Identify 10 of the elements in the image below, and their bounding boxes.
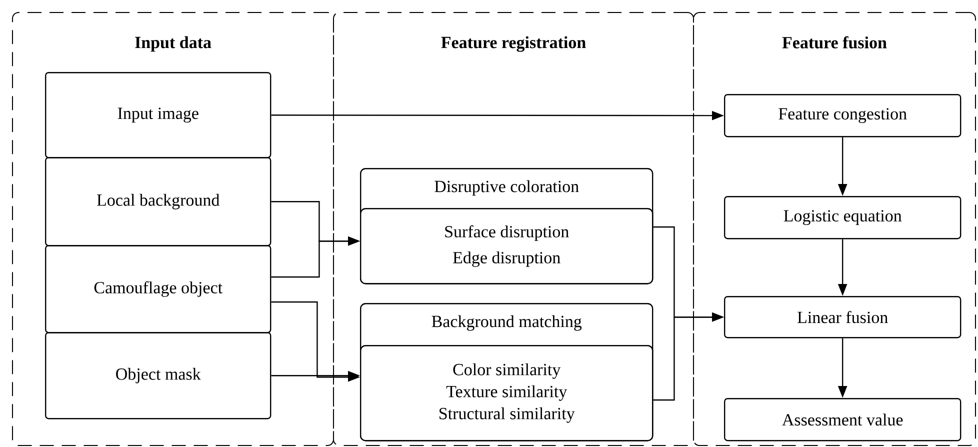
- process-box: Camouflage object: [45, 245, 272, 334]
- process-box: Linear fusion: [724, 296, 962, 338]
- process-box: Object mask: [45, 332, 272, 420]
- process-box: Logistic equation: [724, 196, 962, 240]
- process-box: Input image: [45, 72, 272, 158]
- list-box: Surface disruption Edge disruption: [360, 208, 654, 284]
- list-box: Color similarity Texture similarity Structural similarity: [360, 344, 654, 442]
- process-box: Local background: [45, 157, 272, 246]
- process-box: Feature congestion: [724, 94, 962, 138]
- process-box: Assessment value: [724, 398, 962, 442]
